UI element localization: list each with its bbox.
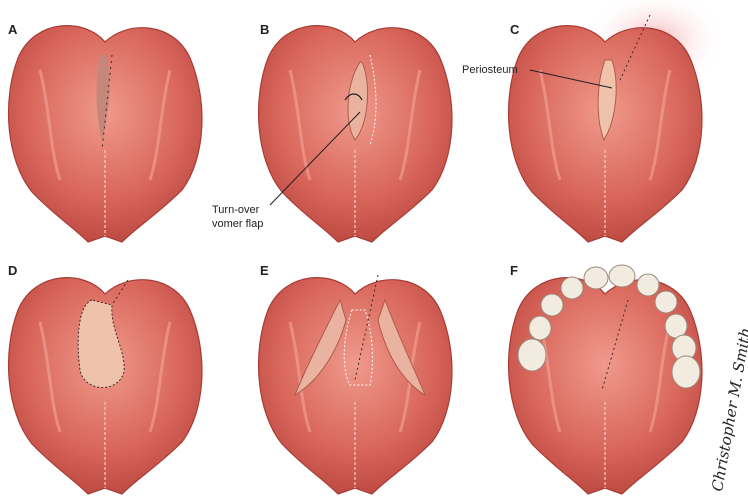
vomer-flap-label-2: vomer flap (212, 218, 263, 230)
panel-label: C (510, 22, 520, 37)
turn-arrow-icon (344, 93, 363, 101)
periosteum (597, 59, 617, 142)
panel-label: F (510, 263, 518, 278)
vomer-flap (347, 61, 369, 141)
panel-label: A (8, 22, 18, 37)
periosteum-label: Periosteum (462, 64, 518, 76)
panel-c: Periosteum C (462, 0, 725, 244)
relaxing-incision-left (293, 298, 347, 397)
panel-f: F (507, 263, 704, 496)
relaxing-incision-right (377, 298, 427, 397)
cleft (96, 55, 110, 140)
leader-line (529, 69, 613, 89)
panel-b: Turn-over vomer flap B (212, 22, 454, 244)
panel-e: E (257, 263, 454, 496)
periosteum-graft (77, 299, 125, 388)
panel-label: B (260, 22, 269, 37)
panel-label: E (260, 263, 269, 278)
palate-illustration (257, 276, 454, 496)
artist-signature: Christopher M. Smith (708, 326, 748, 492)
suture-line (101, 54, 113, 151)
panel-d: D (7, 263, 204, 496)
leader-line (269, 111, 361, 206)
vomer-flap-label: Turn-over (212, 204, 260, 216)
panel-a: A (7, 22, 204, 244)
panel-label: D (8, 263, 17, 278)
teeth (517, 264, 701, 389)
